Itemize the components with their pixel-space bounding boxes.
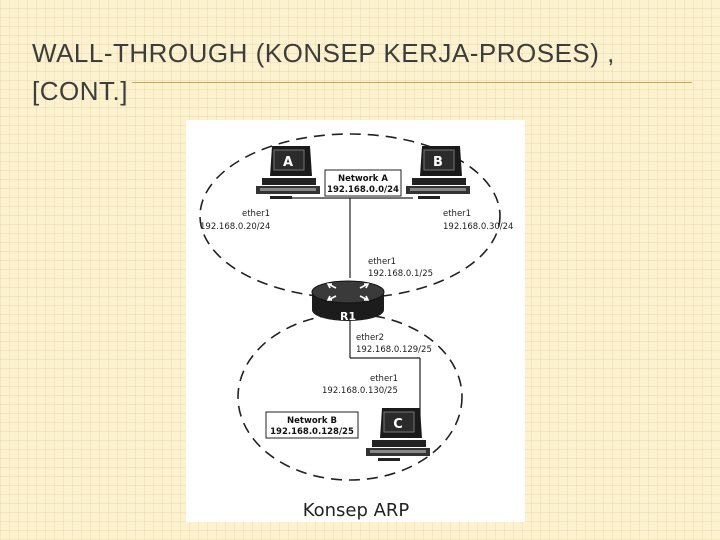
host-b-iface: ether1 [443,209,471,219]
computer-c-icon [366,408,430,461]
host-c-label: C [393,417,403,432]
network-a-box [324,169,402,197]
router-ether1-ip: 192.168.0.1/25 [368,269,433,279]
diagram-svg: A B Network A 192.168.0.0/24 ether1 192.… [199,133,513,521]
network-b-boundary [237,313,463,481]
network-a-name: Network A [338,174,388,184]
host-a-iface: ether1 [242,209,270,219]
host-b-label: B [433,155,443,170]
host-b-ip: 192.168.0.30/24 [443,222,513,232]
diagram-caption: Konsep ARP [303,500,410,521]
router-ether1-iface: ether1 [368,257,396,267]
host-c-iface: ether1 [370,374,398,384]
host-a-label: A [283,155,293,170]
computer-a-icon [256,146,320,199]
network-a-subnet: 192.168.0.0/24 [327,185,399,195]
host-a-ip: 192.168.0.20/24 [200,222,270,232]
slide-title: WALL-THROUGH (KONSEP KERJA-PROSES) , [CO… [32,34,672,110]
arp-network-diagram: A B Network A 192.168.0.0/24 ether1 192.… [186,120,525,522]
router-ether2-iface: ether2 [356,333,384,343]
router-ether2-ip: 192.168.0.129/25 [356,345,432,355]
title-underline [132,82,692,83]
network-b-name: Network B [287,416,337,426]
slide-title-line1: WALL-THROUGH (KONSEP KERJA-PROSES) , [32,38,615,68]
router-icon [311,280,385,321]
slide-title-line2: [CONT.] [32,76,128,106]
network-b-box [265,411,359,439]
router-label: R1 [340,310,356,323]
computer-b-icon [406,146,470,199]
host-c-ip: 192.168.0.130/25 [322,386,398,396]
network-b-subnet: 192.168.0.128/25 [270,427,354,437]
